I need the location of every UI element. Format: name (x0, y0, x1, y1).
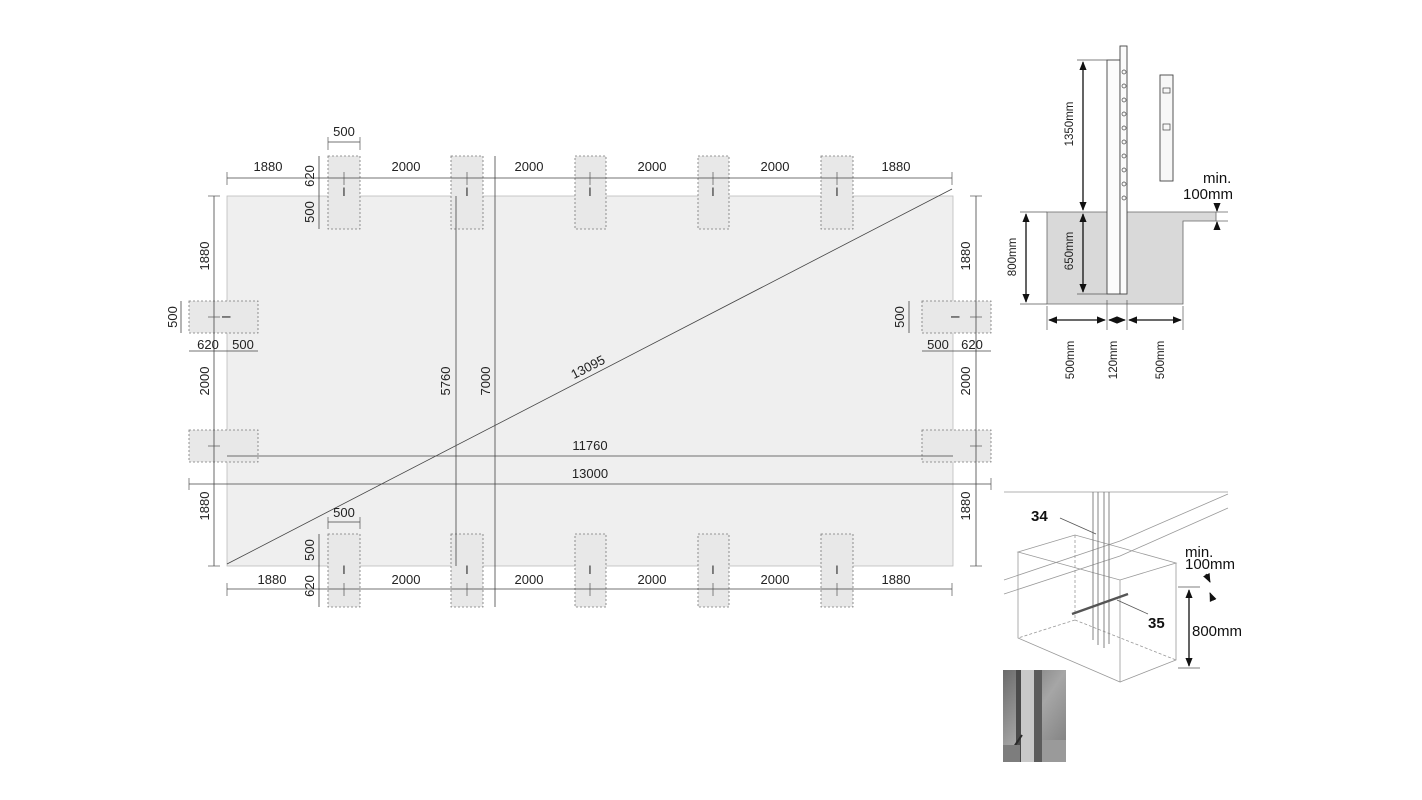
post-markers: I I I I I I I I I I I I (219, 187, 960, 577)
left-spacing-label: 1880 (197, 242, 212, 271)
post-width-label: 120mm (1108, 341, 1120, 379)
post-marker: I (465, 565, 468, 577)
iso-min-cover-label: min. (1185, 544, 1213, 561)
bottom-dim-ticks (226, 583, 953, 596)
footing-width-label: 500 (302, 539, 317, 561)
iso-rod (1071, 592, 1129, 616)
top-spacing-label: 2000 (392, 159, 421, 174)
iso-detail: 34 35 min. 100mm 800mm (1003, 491, 1242, 683)
footing (697, 155, 730, 230)
bottom-footings (327, 533, 854, 608)
footing-offset-label: 620 (302, 575, 317, 597)
min-cover-value: 100mm (1183, 186, 1233, 203)
post-marker: I (342, 565, 345, 577)
top-spacing-label: 1880 (882, 159, 911, 174)
top-spacing-label: 2000 (638, 159, 667, 174)
top-footing-width-label: 500 (333, 124, 355, 139)
left-spacing-label: 1880 (197, 492, 212, 521)
min-cover-label: min. (1203, 170, 1231, 187)
bottom-spacing-label: 2000 (761, 572, 790, 587)
left-width-label: 500mm (1065, 341, 1077, 379)
right-spacing-label: 1880 (958, 242, 973, 271)
callout-35: 35 (1148, 615, 1165, 632)
post-flange (1119, 45, 1128, 295)
slab-outline (226, 195, 954, 567)
outer-depth-label: 7000 (478, 367, 493, 396)
post-marker: I (588, 187, 591, 199)
top-spacing-label: 1880 (254, 159, 283, 174)
top-dim-ticks (226, 172, 953, 185)
side-footing-width-label: 500 (165, 306, 180, 328)
post-marker: I (465, 187, 468, 199)
post-photo (1003, 670, 1066, 762)
iso-post (1092, 492, 1110, 648)
bottom-footing-width-label: 500 (333, 505, 355, 520)
callout-34: 34 (1031, 508, 1048, 525)
post (1106, 59, 1121, 295)
inner-depth-label: 5760 (438, 367, 453, 396)
bottom-spacing-label: 2000 (638, 572, 667, 587)
footing (697, 533, 730, 608)
footing-depth-label: 800mm (1007, 238, 1019, 276)
outer-width-label: 13000 (572, 466, 608, 481)
footing (188, 429, 259, 463)
footing (188, 300, 259, 334)
post-marker: I (219, 315, 231, 318)
iso-min-cover-value: 100mm (1185, 556, 1235, 573)
iso-footing-depth-label: 800mm (1192, 623, 1242, 640)
bottom-spacing-label: 1880 (258, 572, 287, 587)
side-footing-offset-label: 620 (961, 337, 983, 352)
right-spacing-label: 2000 (958, 367, 973, 396)
section-detail: 1350mm 650mm 800mm min. 100mm 500mm 120m… (1007, 45, 1233, 379)
right-spacing-label: 1880 (958, 492, 973, 521)
footing-width-label: 500 (302, 201, 317, 223)
footing (574, 533, 607, 608)
top-spacing-label: 2000 (515, 159, 544, 174)
bottom-spacing-label: 2000 (515, 572, 544, 587)
post-marker: I (588, 565, 591, 577)
post-marker: I (711, 565, 714, 577)
side-footing-offset-label: 620 (197, 337, 219, 352)
spirit-level-icon (1159, 74, 1174, 182)
inner-width-label: 11760 (572, 438, 607, 453)
footing (820, 155, 854, 230)
footing-offset-label: 620 (302, 165, 317, 187)
footing (574, 155, 607, 230)
post-marker: I (342, 187, 345, 199)
left-spacing-label: 2000 (197, 367, 212, 396)
top-footings (327, 155, 854, 230)
plan-view: I I I I I I I I I I I I 1880 2000 2000 2… (165, 124, 992, 608)
footing (327, 155, 361, 230)
side-footing-width-label: 500 (927, 337, 949, 352)
side-footing-width-label: 500 (232, 337, 254, 352)
post-marker: I (711, 187, 714, 199)
side-footing-width-label: 500 (892, 306, 907, 328)
bottom-spacing-label: 2000 (392, 572, 421, 587)
right-width-label: 500mm (1155, 341, 1167, 379)
diagonal-line (226, 188, 953, 565)
post-marker: I (835, 187, 838, 199)
post-embed-label: 650mm (1064, 232, 1076, 270)
post-height-label: 1350mm (1064, 102, 1076, 147)
post-marker: I (948, 315, 960, 318)
top-spacing-label: 2000 (761, 159, 790, 174)
bottom-spacing-label: 1880 (882, 572, 911, 587)
post-marker: I (835, 565, 838, 577)
